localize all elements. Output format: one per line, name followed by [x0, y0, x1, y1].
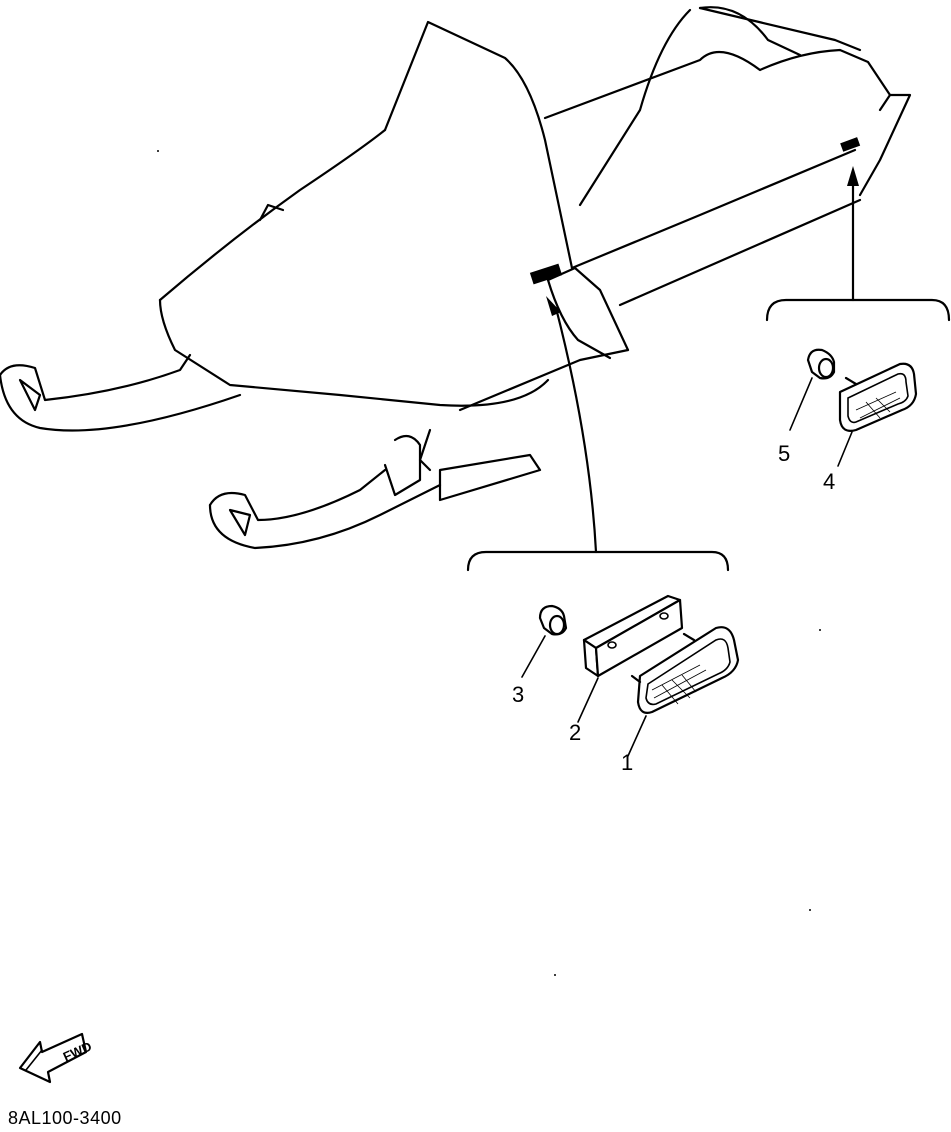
- snowmobile-outline: [0, 6, 912, 550]
- grommet-part-3: [521, 604, 568, 678]
- callout-3: 3: [512, 682, 524, 707]
- reflector-part-1: [627, 626, 740, 757]
- callout-4: 4: [823, 469, 835, 494]
- forward-direction-arrow: FWD: [18, 1032, 94, 1084]
- callout-1: 1: [621, 750, 633, 775]
- document-number: 8AL100-3400: [8, 1108, 122, 1127]
- base-plate-part-2: [577, 594, 684, 723]
- reflector-mount-mark-rear: [840, 137, 861, 152]
- grommet-part-5: [789, 348, 836, 431]
- reflector-mount-mark-side: [529, 263, 563, 285]
- pointer-arrows: [466, 166, 951, 572]
- reflector-part-4: [837, 362, 918, 467]
- callout-2: 2: [569, 720, 581, 745]
- callout-5: 5: [778, 441, 790, 466]
